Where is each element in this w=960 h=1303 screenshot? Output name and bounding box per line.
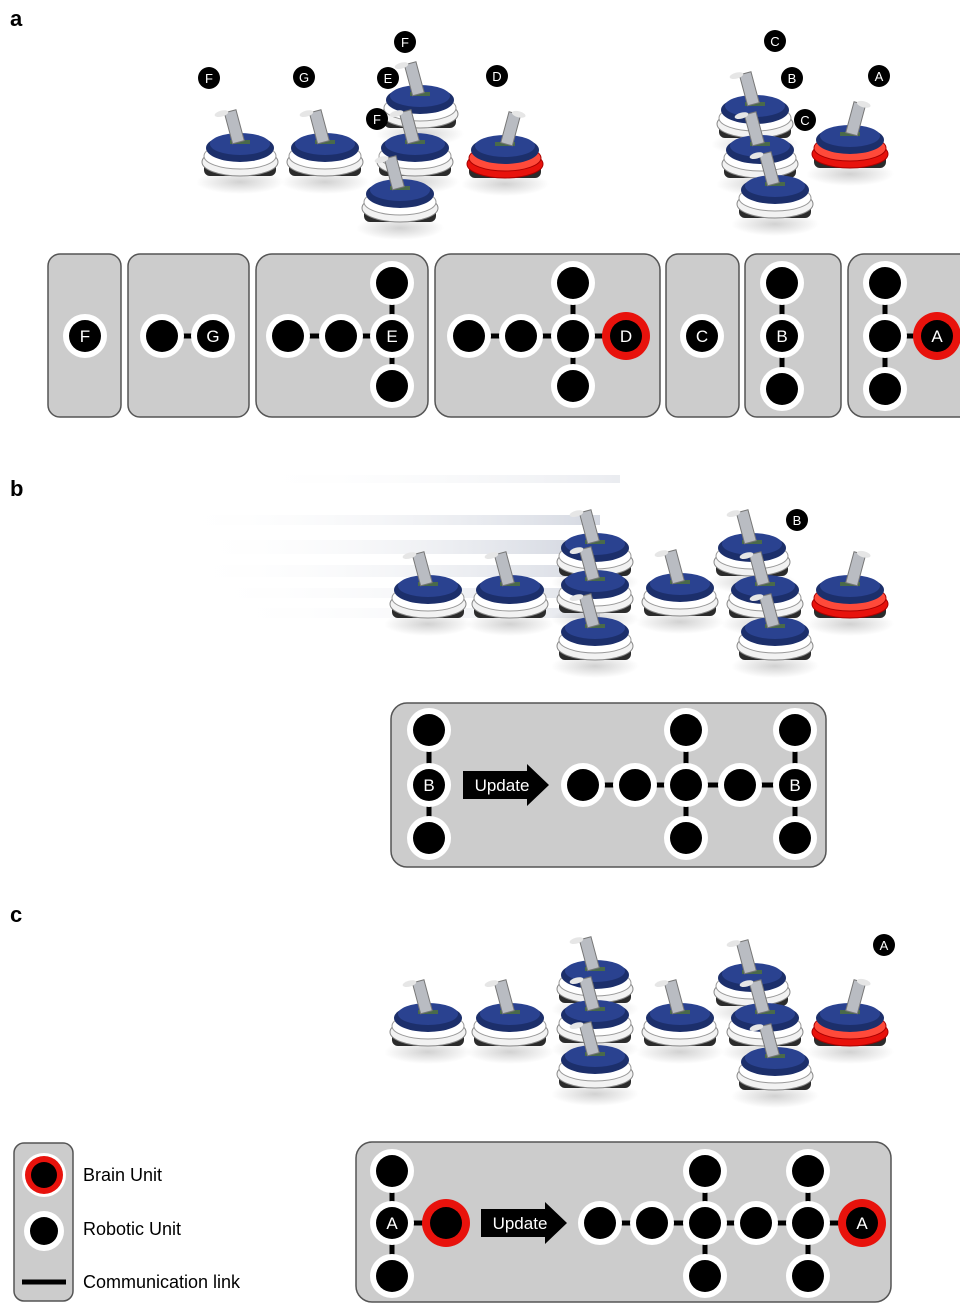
update-panel-b: B Update B [390, 702, 827, 868]
panel-label-c: c [10, 902, 23, 927]
svg-text:B: B [788, 71, 797, 86]
topology-box-d: D [447, 261, 650, 408]
legend-communication-link-label: Communication link [83, 1272, 241, 1292]
svg-text:A: A [880, 938, 889, 953]
robot-group-b [383, 508, 895, 679]
svg-text:C: C [770, 34, 779, 49]
robot-tag: D [486, 65, 508, 87]
robotic-unit-legend-icon [24, 1211, 64, 1251]
svg-text:B: B [789, 776, 800, 795]
robot-tag: C [794, 109, 816, 131]
svg-text:B: B [776, 327, 787, 346]
svg-text:C: C [800, 113, 809, 128]
brain-unit-legend-icon [22, 1153, 66, 1197]
update-arrow: Update [481, 1202, 567, 1244]
svg-text:A: A [386, 1214, 398, 1233]
svg-text:D: D [492, 69, 501, 84]
robot-tag: F [366, 108, 388, 130]
svg-text:F: F [205, 71, 213, 86]
svg-text:Update: Update [493, 1214, 548, 1233]
svg-text:B: B [793, 513, 802, 528]
update-panel-c: A Update A [355, 1141, 892, 1303]
svg-text:B: B [423, 776, 434, 795]
legend-box [13, 1142, 74, 1302]
topology-box-c: C [680, 314, 724, 358]
svg-text:G: G [206, 327, 219, 346]
svg-text:G: G [299, 70, 309, 85]
legend-brain-unit-label: Brain Unit [83, 1165, 163, 1185]
robot-tag: B [781, 67, 803, 89]
robot-tag: G [293, 66, 315, 88]
panel-label-b: b [10, 476, 24, 501]
svg-text:A: A [875, 69, 884, 84]
svg-text:E: E [386, 327, 397, 346]
robot-tag: C [764, 30, 786, 52]
svg-text:E: E [384, 71, 393, 86]
topology-box-b: B [760, 261, 804, 411]
robot-group-c [383, 935, 895, 1109]
svg-text:A: A [856, 1214, 868, 1233]
svg-text:A: A [931, 327, 943, 346]
svg-text:F: F [373, 112, 381, 127]
panel-label-a: a [10, 6, 23, 31]
robot-tag: F [198, 67, 220, 89]
robot-tags-a: F G E F F D C B C A [198, 30, 890, 131]
topology-box-g: G [140, 314, 235, 358]
robot-tag: E [377, 67, 399, 89]
robot-tag: A [868, 65, 890, 87]
svg-text:F: F [80, 327, 90, 346]
legend-robotic-unit-label: Robotic Unit [83, 1219, 182, 1239]
update-arrow: Update [463, 764, 549, 806]
robot-tag: B [786, 509, 808, 531]
topology-box-f: F [63, 314, 107, 358]
svg-text:C: C [696, 327, 708, 346]
svg-text:D: D [620, 327, 632, 346]
svg-text:F: F [401, 35, 409, 50]
robot-tag: A [873, 934, 895, 956]
robot-tag: F [394, 31, 416, 53]
topology-box-e: E [266, 261, 414, 408]
svg-text:Update: Update [475, 776, 530, 795]
topology-box-a: A [863, 261, 960, 411]
